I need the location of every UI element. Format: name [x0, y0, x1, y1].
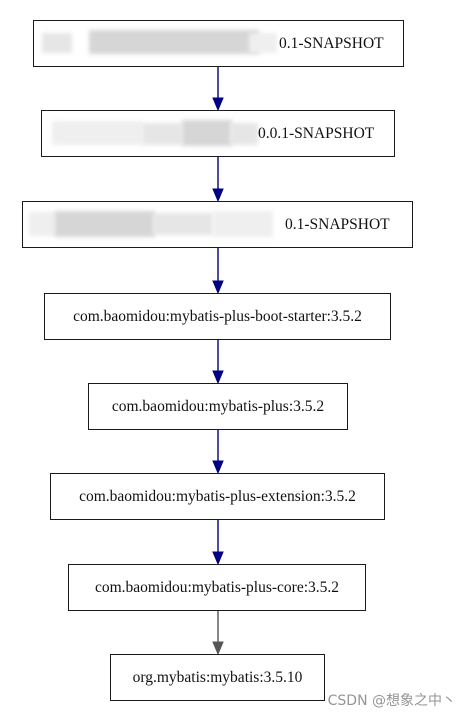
dependency-edge-arrowhead-5: [212, 460, 224, 475]
dependency-node-7: com.baomidou:mybatis-plus-core:3.5.2: [68, 564, 366, 611]
dependency-node-8-label: org.mybatis:mybatis:3.5.10: [132, 668, 303, 686]
dependency-node-6: com.baomidou:mybatis-plus-extension:3.5.…: [50, 473, 385, 520]
dependency-node-3-label: 0.1-SNAPSHOT: [285, 215, 390, 233]
dependency-node-8: org.mybatis:mybatis:3.5.10: [110, 654, 325, 701]
dependency-edge-arrowhead-2: [212, 188, 224, 203]
dependency-node-5: com.baomidou:mybatis-plus:3.5.2: [88, 383, 348, 430]
dependency-node-1-label: 0.1-SNAPSHOT: [279, 34, 384, 52]
dependency-node-4-label: com.baomidou:mybatis-plus-boot-starter:3…: [73, 307, 362, 325]
dependency-edge-arrowhead-6: [212, 551, 224, 566]
dependency-edge-arrowhead-7: [212, 641, 224, 656]
dependency-node-7-label: com.baomidou:mybatis-plus-core:3.5.2: [94, 578, 340, 596]
csdn-watermark: CSDN @想象之中丶: [327, 693, 456, 709]
dependency-edge-arrowhead-1: [212, 97, 224, 112]
dependency-node-4: com.baomidou:mybatis-plus-boot-starter:3…: [44, 293, 391, 340]
dependency-edge-arrowhead-3: [212, 280, 224, 295]
dependency-edge-arrowhead-4: [212, 370, 224, 385]
dependency-node-1: 0.1-SNAPSHOT: [33, 20, 404, 67]
dependency-node-6-label: com.baomidou:mybatis-plus-extension:3.5.…: [79, 487, 356, 505]
dependency-node-5-label: com.baomidou:mybatis-plus:3.5.2: [111, 397, 325, 415]
dependency-node-2-label: 0.0.1-SNAPSHOT: [258, 124, 375, 142]
dependency-node-3: 0.1-SNAPSHOT: [22, 201, 413, 248]
dependency-node-2: 0.0.1-SNAPSHOT: [41, 110, 395, 157]
